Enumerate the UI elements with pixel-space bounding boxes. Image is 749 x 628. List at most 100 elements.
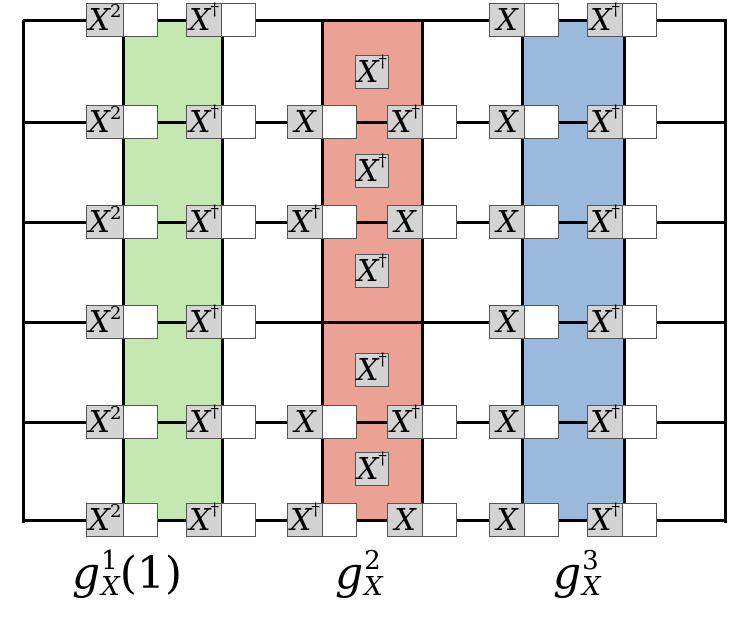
gate-label: X† xyxy=(186,0,222,38)
gate-white-box xyxy=(525,205,559,239)
gate-white-box xyxy=(323,105,357,139)
vertical-line xyxy=(321,20,324,523)
gate-label: X† xyxy=(587,102,623,140)
red-inner-x-dagger: X† xyxy=(355,449,389,487)
gate-white-box xyxy=(623,405,657,439)
caption-argument: (1) xyxy=(119,548,183,599)
gate-white-box xyxy=(222,305,256,339)
gate-white-box xyxy=(124,3,158,37)
red-inner-x-dagger: X† xyxy=(355,251,389,289)
gate-x-dagger: X† xyxy=(587,102,657,140)
gate-label: X xyxy=(489,205,525,240)
gate-label: X xyxy=(489,405,525,440)
gate-white-box xyxy=(124,105,158,139)
gate-x-dagger: X† xyxy=(387,402,457,440)
gate-x-dagger: X† xyxy=(587,0,657,38)
vertical-line xyxy=(521,20,524,523)
gate-label: X† xyxy=(587,500,623,538)
gate-label: X xyxy=(489,105,525,140)
gate-x-dagger: X† xyxy=(186,0,256,38)
gate-white-box xyxy=(525,405,559,439)
caption-subscript: X xyxy=(364,572,383,602)
gate-white-box xyxy=(623,205,657,239)
vertical-line xyxy=(421,20,424,523)
horizontal-line xyxy=(23,19,727,22)
gate-x-dagger: X† xyxy=(186,402,256,440)
green-strip xyxy=(123,20,222,520)
horizontal-line xyxy=(23,519,727,522)
horizontal-line xyxy=(23,221,727,224)
gate-white-box xyxy=(222,405,256,439)
caption-superscript: 3 xyxy=(582,546,599,576)
gate-x: X xyxy=(489,105,559,140)
gate-white-box xyxy=(525,503,559,537)
gate-x-dagger: X† xyxy=(186,302,256,340)
horizontal-line xyxy=(23,321,727,324)
caption-letter: g xyxy=(72,548,101,599)
blue-strip xyxy=(522,20,624,520)
gate-x: X xyxy=(387,503,457,538)
gate-x: X xyxy=(387,205,457,240)
gate-label: X† xyxy=(186,202,222,240)
gate-white-box xyxy=(623,503,657,537)
gate-x-dagger: X† xyxy=(387,102,457,140)
gate-white-box xyxy=(423,205,457,239)
gate-white-box xyxy=(623,305,657,339)
gate-x-dagger: X† xyxy=(587,402,657,440)
gate-white-box xyxy=(525,3,559,37)
gate-x: X xyxy=(489,405,559,440)
gate-white-box xyxy=(423,503,457,537)
gate-label: X xyxy=(489,3,525,38)
gate-x-dagger: X† xyxy=(186,202,256,240)
gate-x: X xyxy=(287,405,357,440)
gate-white-box xyxy=(222,3,256,37)
gate-x-dagger: X† xyxy=(587,202,657,240)
gate-white-box xyxy=(423,105,457,139)
gate-white-box xyxy=(423,405,457,439)
gate-label: X† xyxy=(287,202,323,240)
gate-label: X† xyxy=(186,302,222,340)
vertical-line xyxy=(724,20,727,523)
gate-label: X† xyxy=(387,402,423,440)
vertical-line xyxy=(122,20,125,523)
gate-x: X xyxy=(489,3,559,38)
red-inner-x-dagger: X† xyxy=(355,350,389,388)
gate-label: X xyxy=(387,503,423,538)
gate-x-dagger: X† xyxy=(186,102,256,140)
gate-label: X xyxy=(489,305,525,340)
gate-x: X xyxy=(489,205,559,240)
vertical-line xyxy=(623,20,626,523)
gate-white-box xyxy=(124,305,158,339)
gate-white-box xyxy=(124,205,158,239)
gate-label: X† xyxy=(186,402,222,440)
horizontal-line xyxy=(23,121,727,124)
gate-x-dagger: X† xyxy=(587,500,657,538)
gate-label: X† xyxy=(186,500,222,538)
gate-label: X xyxy=(287,405,323,440)
gate-white-box xyxy=(222,503,256,537)
gate-label: X† xyxy=(587,302,623,340)
red-inner-x-dagger: X† xyxy=(355,52,389,90)
red-inner-x-dagger: X† xyxy=(355,151,389,189)
gate-white-box xyxy=(525,305,559,339)
gate-white-box xyxy=(525,105,559,139)
caption-subscript: X xyxy=(101,572,120,602)
gate-white-box xyxy=(124,503,158,537)
gate-x-dagger: X† xyxy=(587,302,657,340)
gate-x-dagger: X† xyxy=(287,202,357,240)
gate-label: X† xyxy=(587,0,623,38)
